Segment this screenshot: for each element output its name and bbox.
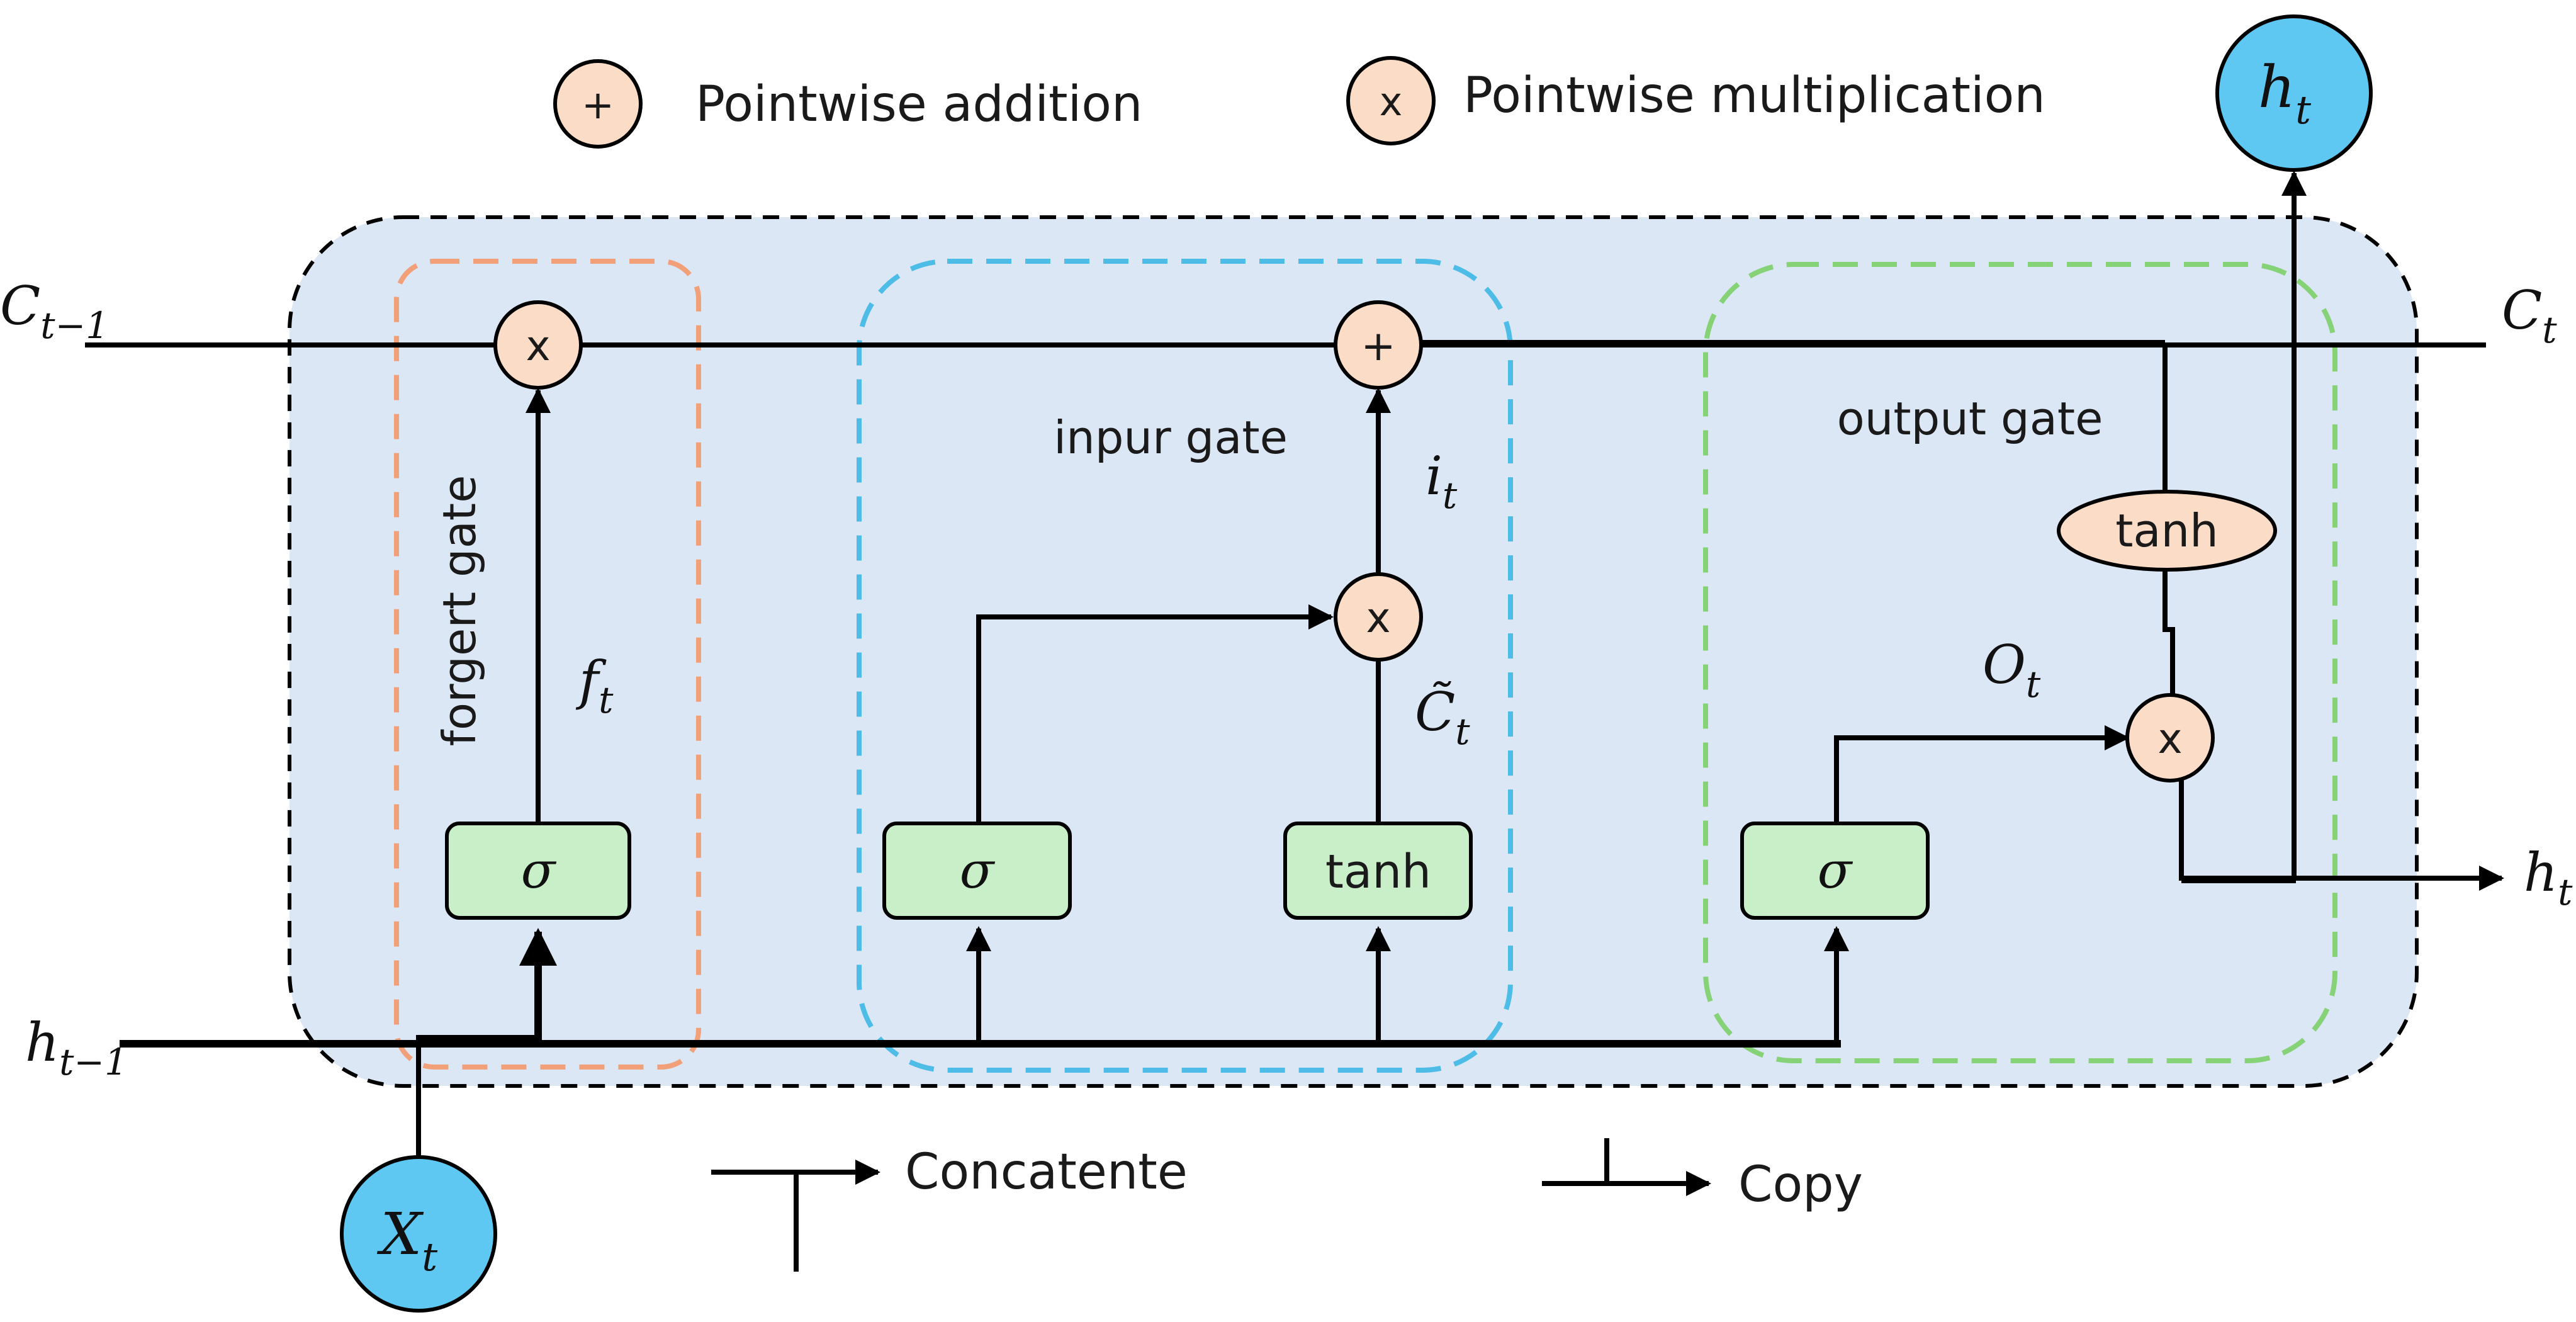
legend-multiply-label: Pointwise multiplication [1463, 67, 2045, 124]
svg-text:x: x [1366, 594, 1390, 642]
output-multiply-op: x [2125, 693, 2215, 782]
ot-label: Ot [1983, 634, 2041, 706]
svg-text:σ: σ [1818, 841, 1853, 900]
svg-text:ht: ht [2258, 54, 2311, 133]
x-input-connector [416, 1035, 541, 1158]
legend-add-label: Pointwise addition [695, 76, 1142, 133]
output-gate-region [1703, 262, 2337, 1063]
svg-text:x: x [1380, 79, 1403, 125]
h-out-right-label: ht [2524, 842, 2573, 913]
it-label: it [1426, 445, 1458, 517]
cell-tanh-ellipse: tanh [2057, 490, 2277, 572]
legend-add-icon: + [553, 59, 643, 149]
svg-text:x: x [2157, 715, 2182, 763]
svg-text:+: + [582, 82, 614, 128]
svg-text:Xt: Xt [377, 1201, 438, 1280]
input-tanh-box: tanh [1283, 822, 1473, 920]
tanh-to-mul-line [2163, 570, 2175, 697]
input-gate-label: inpur gate [1054, 411, 1288, 464]
output-gate-label: output gate [1837, 392, 2103, 445]
h-prev-label: ht−1 [25, 1012, 128, 1083]
svg-text:σ: σ [960, 841, 996, 900]
input-sigma-to-mul-arrow [976, 604, 1334, 825]
forget-sigma-box: σ [445, 822, 631, 920]
legend-copy-label: Copy [1738, 1156, 1863, 1213]
forget-gate-label: forgert gate [433, 475, 486, 747]
legend-concat-symbol [711, 1160, 880, 1272]
output-sigma-box: σ [1740, 822, 1930, 920]
input-sigma-box: σ [882, 822, 1072, 920]
legend-copy-symbol [1542, 1138, 1711, 1196]
ft-label: ft [575, 650, 614, 721]
svg-text:σ: σ [521, 841, 557, 900]
cell-add-op: + [1334, 300, 1423, 390]
c-prev-label: Ct−1 [0, 275, 109, 347]
svg-text:tanh: tanh [2115, 504, 2219, 557]
input-multiply-op: x [1334, 572, 1423, 662]
c-t-label: Ct [2502, 280, 2557, 351]
forget-gate-region [394, 259, 701, 1070]
svg-text:x: x [526, 322, 550, 370]
legend-multiply-icon: x [1346, 56, 1436, 145]
h-output-node: ht [2215, 14, 2373, 172]
svg-text:+: + [1361, 322, 1395, 370]
input-gate-region [857, 259, 1513, 1073]
legend-concat-label: Concatente [905, 1144, 1188, 1201]
output-sigma-to-mul-arrow [1834, 725, 2130, 825]
x-input-node: Xt [340, 1155, 497, 1313]
svg-text:tanh: tanh [1325, 845, 1431, 899]
c-tilde-label: C̃t [1415, 681, 1470, 753]
forget-multiply-op: x [493, 300, 583, 390]
